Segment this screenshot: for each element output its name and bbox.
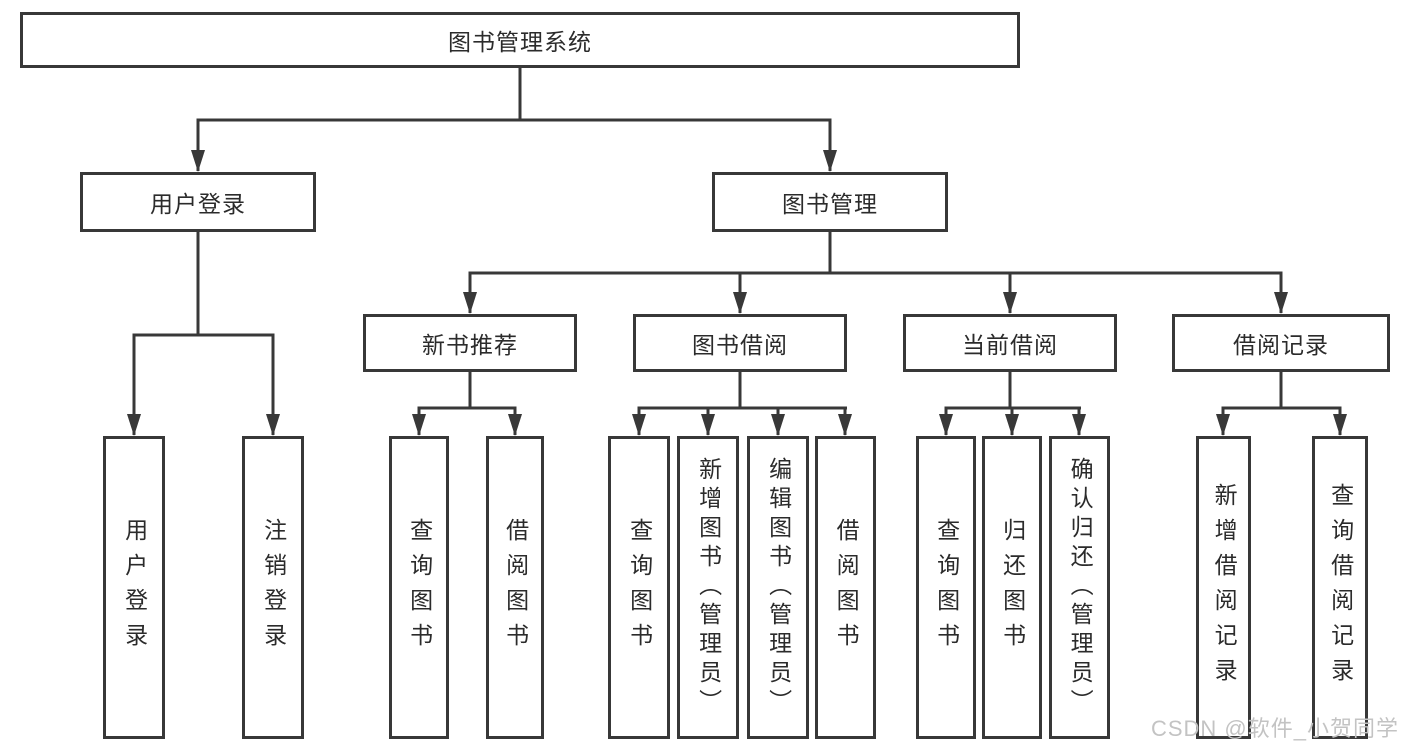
leaf-borrow-books-recommend: 借阅图书 bbox=[486, 436, 544, 739]
leaf-query-books-current: 查询图书 bbox=[916, 436, 976, 739]
node-current-borrowing: 当前借阅 bbox=[903, 314, 1117, 372]
node-label: 查询图书 bbox=[933, 517, 960, 658]
edge-root-to-level2 bbox=[191, 66, 837, 172]
node-label: 新书推荐 bbox=[422, 332, 518, 358]
watermark: CSDN @软件_小贺同学 bbox=[1150, 716, 1399, 741]
node-label: 借阅记录 bbox=[1233, 332, 1329, 358]
node-label: 图书管理 bbox=[782, 191, 878, 217]
leaf-query-books-borrowing: 查询图书 bbox=[608, 436, 670, 739]
edge-user-login-to-leaves bbox=[127, 230, 280, 436]
node-label: 确认归还（管理员） bbox=[1067, 457, 1094, 718]
node-label: 查询借阅记录 bbox=[1327, 482, 1354, 693]
node-label: 归还图书 bbox=[999, 517, 1026, 658]
node-label: 借阅图书 bbox=[502, 517, 529, 658]
node-label: 新增图书（管理员） bbox=[695, 457, 722, 718]
node-label: 当前借阅 bbox=[962, 332, 1058, 358]
edge-book-management-to-level3 bbox=[463, 230, 1288, 314]
leaf-edit-books-admin: 编辑图书（管理员） bbox=[747, 436, 809, 739]
leaf-logout: 注销登录 bbox=[242, 436, 304, 739]
node-label: 注销登录 bbox=[260, 517, 287, 658]
leaf-return-books: 归还图书 bbox=[982, 436, 1042, 739]
node-label: 用户登录 bbox=[121, 517, 148, 658]
node-label: 图书借阅 bbox=[692, 332, 788, 358]
node-label: 图书管理系统 bbox=[448, 29, 592, 55]
leaf-add-books-admin: 新增图书（管理员） bbox=[677, 436, 739, 739]
leaf-query-borrowing-record: 查询借阅记录 bbox=[1312, 436, 1368, 739]
leaf-user-login: 用户登录 bbox=[103, 436, 165, 739]
node-book-borrowing: 图书借阅 bbox=[633, 314, 847, 372]
node-label: 新增借阅记录 bbox=[1211, 482, 1238, 693]
leaf-add-borrowing-record: 新增借阅记录 bbox=[1196, 436, 1251, 739]
node-user-login: 用户登录 bbox=[80, 172, 316, 232]
leaf-borrow-books-borrowing: 借阅图书 bbox=[815, 436, 876, 739]
leaf-query-books-recommend: 查询图书 bbox=[389, 436, 449, 739]
node-book-management: 图书管理 bbox=[712, 172, 948, 232]
node-label: 查询图书 bbox=[626, 517, 653, 658]
node-label: 用户登录 bbox=[150, 191, 246, 217]
node-label: 借阅图书 bbox=[833, 517, 860, 658]
node-new-book-recommendation: 新书推荐 bbox=[363, 314, 577, 372]
node-borrowing-records: 借阅记录 bbox=[1172, 314, 1390, 372]
leaf-confirm-return-admin: 确认归还（管理员） bbox=[1049, 436, 1110, 739]
edge-new-book-to-leaves bbox=[412, 370, 522, 436]
edge-current-borrowing-to-leaves bbox=[939, 370, 1086, 436]
edge-book-borrowing-to-leaves bbox=[632, 370, 852, 436]
node-library-management-system: 图书管理系统 bbox=[20, 12, 1020, 68]
node-label: 编辑图书（管理员） bbox=[765, 457, 792, 718]
node-label: 查询图书 bbox=[406, 517, 433, 658]
edge-borrowing-records-to-leaves bbox=[1216, 370, 1347, 436]
